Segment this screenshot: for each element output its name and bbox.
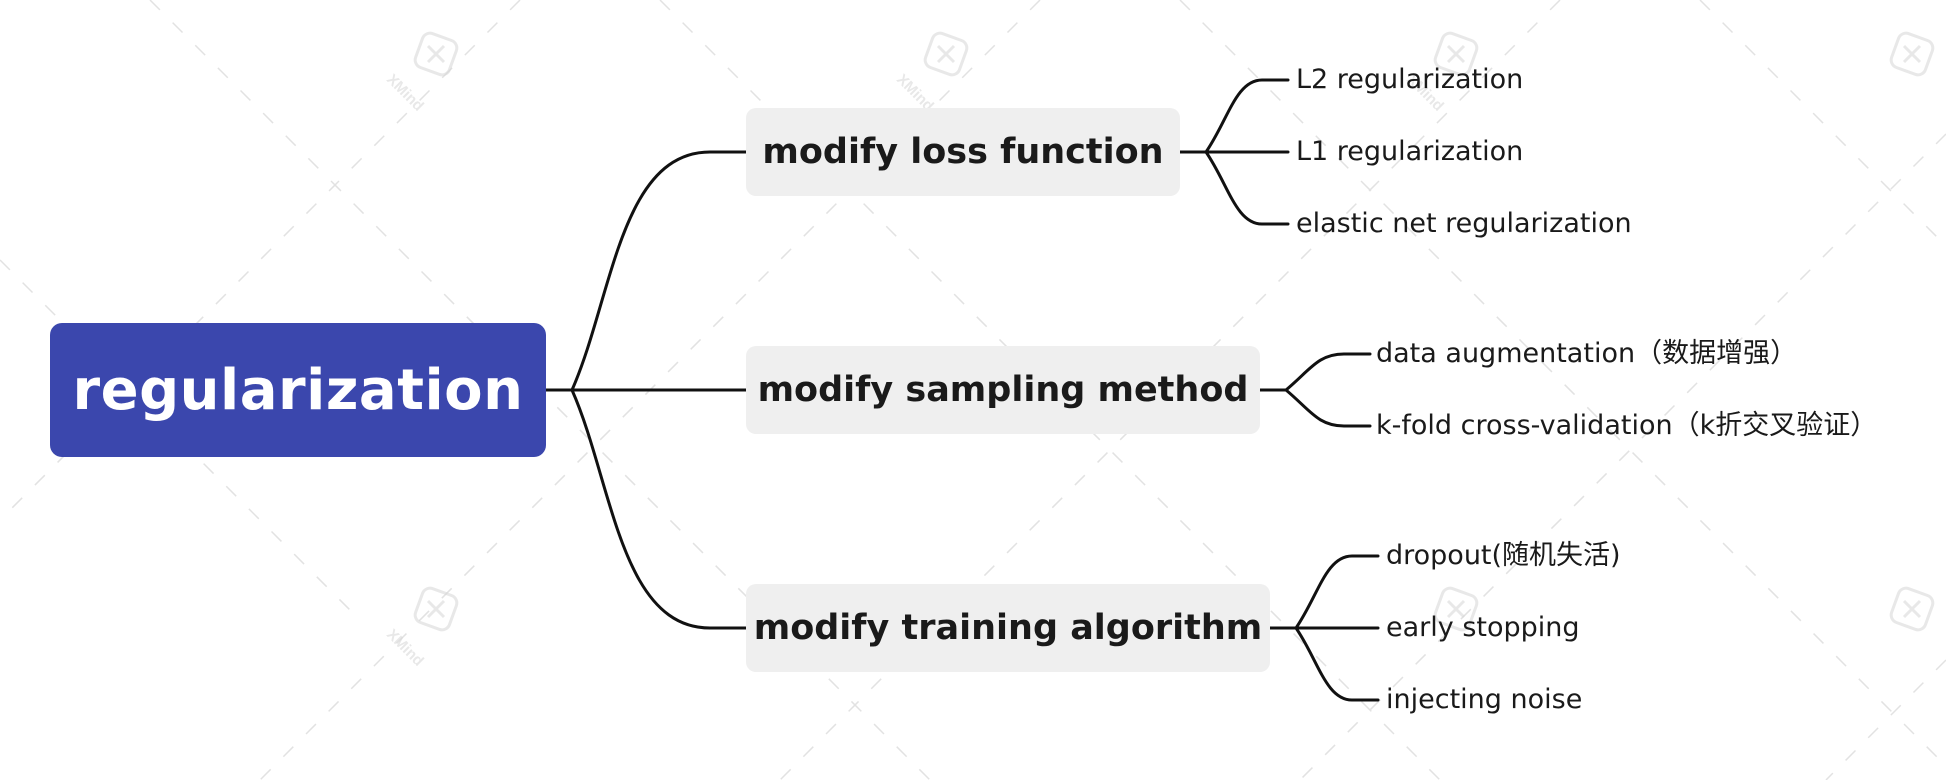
xmind-logo-icon: XMind xyxy=(383,31,459,115)
watermark-mark xyxy=(1400,585,1490,675)
xmind-logo-icon: XMind xyxy=(893,31,969,115)
leaf-topic-elastic-net[interactable]: elastic net regularization xyxy=(1296,208,1632,239)
connector-root-branch-1 xyxy=(544,150,748,392)
watermark-mark: XMind xyxy=(380,30,470,120)
watermark-mark xyxy=(1856,30,1946,120)
leaf-topic-k-fold-cv[interactable]: k-fold cross-validation（k折交叉验证） xyxy=(1376,410,1878,441)
xmind-logo-icon xyxy=(1889,31,1935,77)
watermark-mark: XMind xyxy=(890,30,980,120)
xmind-logo-icon: XMind xyxy=(1403,31,1479,115)
branch-topic-training-algorithm[interactable]: modify training algorithm xyxy=(746,584,1270,672)
connector-branch-2-leaf-2 xyxy=(1258,388,1372,428)
leaf-topic-dropout[interactable]: dropout(随机失活) xyxy=(1386,540,1621,571)
branch-topic-sampling-method[interactable]: modify sampling method xyxy=(746,346,1260,434)
leaf-topic-early-stopping[interactable]: early stopping xyxy=(1386,612,1580,643)
leaf-topic-l1-regularization[interactable]: L1 regularization xyxy=(1296,136,1524,167)
watermark-mark: XMind xyxy=(380,585,470,675)
watermark-mark: XMind xyxy=(1400,30,1490,120)
xmind-logo-icon xyxy=(1433,586,1479,632)
connector-branch-2-leaf-1 xyxy=(1258,352,1372,392)
connector-root-branch-3 xyxy=(544,388,748,630)
xmind-logo-icon xyxy=(1889,586,1935,632)
connector-branch-3-leaf-3 xyxy=(1268,626,1380,702)
leaf-topic-data-augmentation[interactable]: data augmentation（数据增强） xyxy=(1376,338,1798,369)
xmind-logo-icon: XMind xyxy=(383,586,459,670)
branch-topic-loss-function[interactable]: modify loss function xyxy=(746,108,1180,196)
root-topic[interactable]: regularization xyxy=(50,323,546,457)
leaf-topic-injecting-noise[interactable]: injecting noise xyxy=(1386,684,1583,715)
connector-branch-1-leaf-3 xyxy=(1178,150,1290,226)
leaf-topic-l2-regularization[interactable]: L2 regularization xyxy=(1296,64,1524,95)
watermark-mark xyxy=(1856,585,1946,675)
connector-branch-3-leaf-1 xyxy=(1268,554,1380,630)
connector-branch-1-leaf-1 xyxy=(1178,78,1290,154)
